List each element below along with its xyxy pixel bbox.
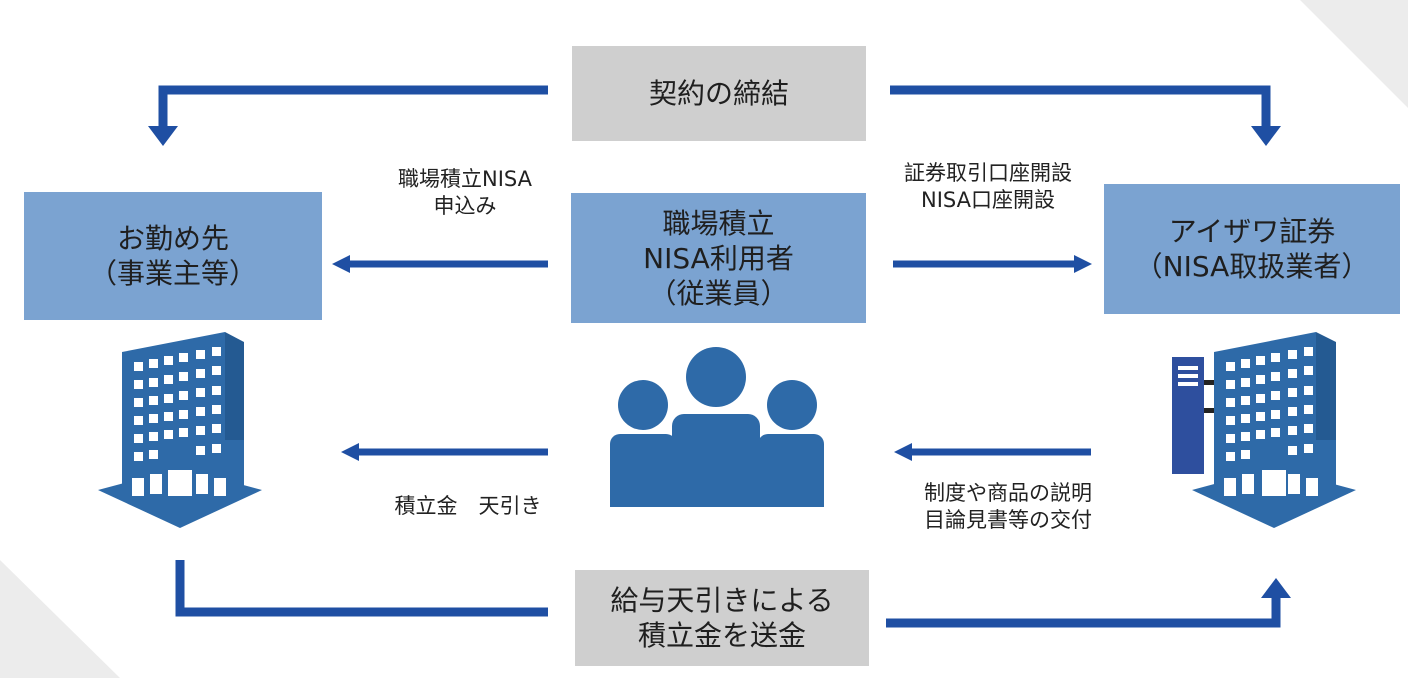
arrow-employer-to-remit (175, 560, 548, 617)
arrowhead-open-account (1074, 255, 1092, 273)
node-contract-label: 契約の締結 (648, 77, 789, 110)
node-securities: アイザワ証券 （NISA取扱業者） (1104, 184, 1400, 314)
label-open-account-line-1: 証券取引口座開設 (904, 161, 1072, 185)
node-employer: お勤め先 （事業主等） (24, 192, 322, 320)
arrow-contract-to-employer (158, 85, 548, 128)
node-contract: 契約の締結 (572, 46, 866, 141)
label-deduction-line-1: 積立金 天引き (394, 494, 542, 518)
arrowhead-securities-top (1251, 126, 1281, 146)
arrowhead-apply (332, 255, 350, 273)
label-open-account: 証券取引口座開設 NISA口座開設 (868, 160, 1108, 215)
label-explain: 制度や商品の説明 目論見書等の交付 (888, 480, 1128, 535)
node-remit: 給与天引きによる 積立金を送金 (575, 570, 869, 666)
arrow-remit-to-securities (886, 596, 1281, 628)
node-user: 職場積立 NISA利用者 （従業員） (571, 193, 866, 323)
label-apply-line-1: 職場積立NISA (398, 167, 532, 191)
label-apply-line-2: 申込み (433, 194, 497, 219)
arrowhead-deduction (341, 443, 359, 461)
label-deduction: 積立金 天引き (368, 493, 568, 520)
arrowhead-employer-top (148, 126, 178, 146)
arrowhead-securities-bottom (1261, 578, 1291, 598)
label-explain-line-2: 目論見書等の交付 (924, 508, 1092, 533)
arrow-contract-to-securities (890, 85, 1271, 128)
node-employer-line-2: （事業主等） (88, 257, 257, 290)
label-open-account-line-2: NISA口座開設 (921, 188, 1055, 213)
node-securities-line-1: アイザワ証券 (1168, 215, 1336, 248)
label-explain-line-1: 制度や商品の説明 (924, 481, 1092, 505)
node-securities-line-2: （NISA取扱業者） (1134, 250, 1370, 283)
node-user-line-2: NISA利用者 (643, 241, 794, 275)
node-remit-line-2: 積立金を送金 (637, 619, 806, 652)
node-user-line-1: 職場積立 (662, 206, 775, 240)
label-apply: 職場積立NISA 申込み (360, 166, 570, 221)
node-employer-line-1: お勤め先 (116, 222, 229, 255)
node-user-line-3: （従業員） (648, 276, 789, 310)
arrowhead-explain (894, 443, 912, 461)
node-remit-line-1: 給与天引きによる (610, 584, 834, 617)
